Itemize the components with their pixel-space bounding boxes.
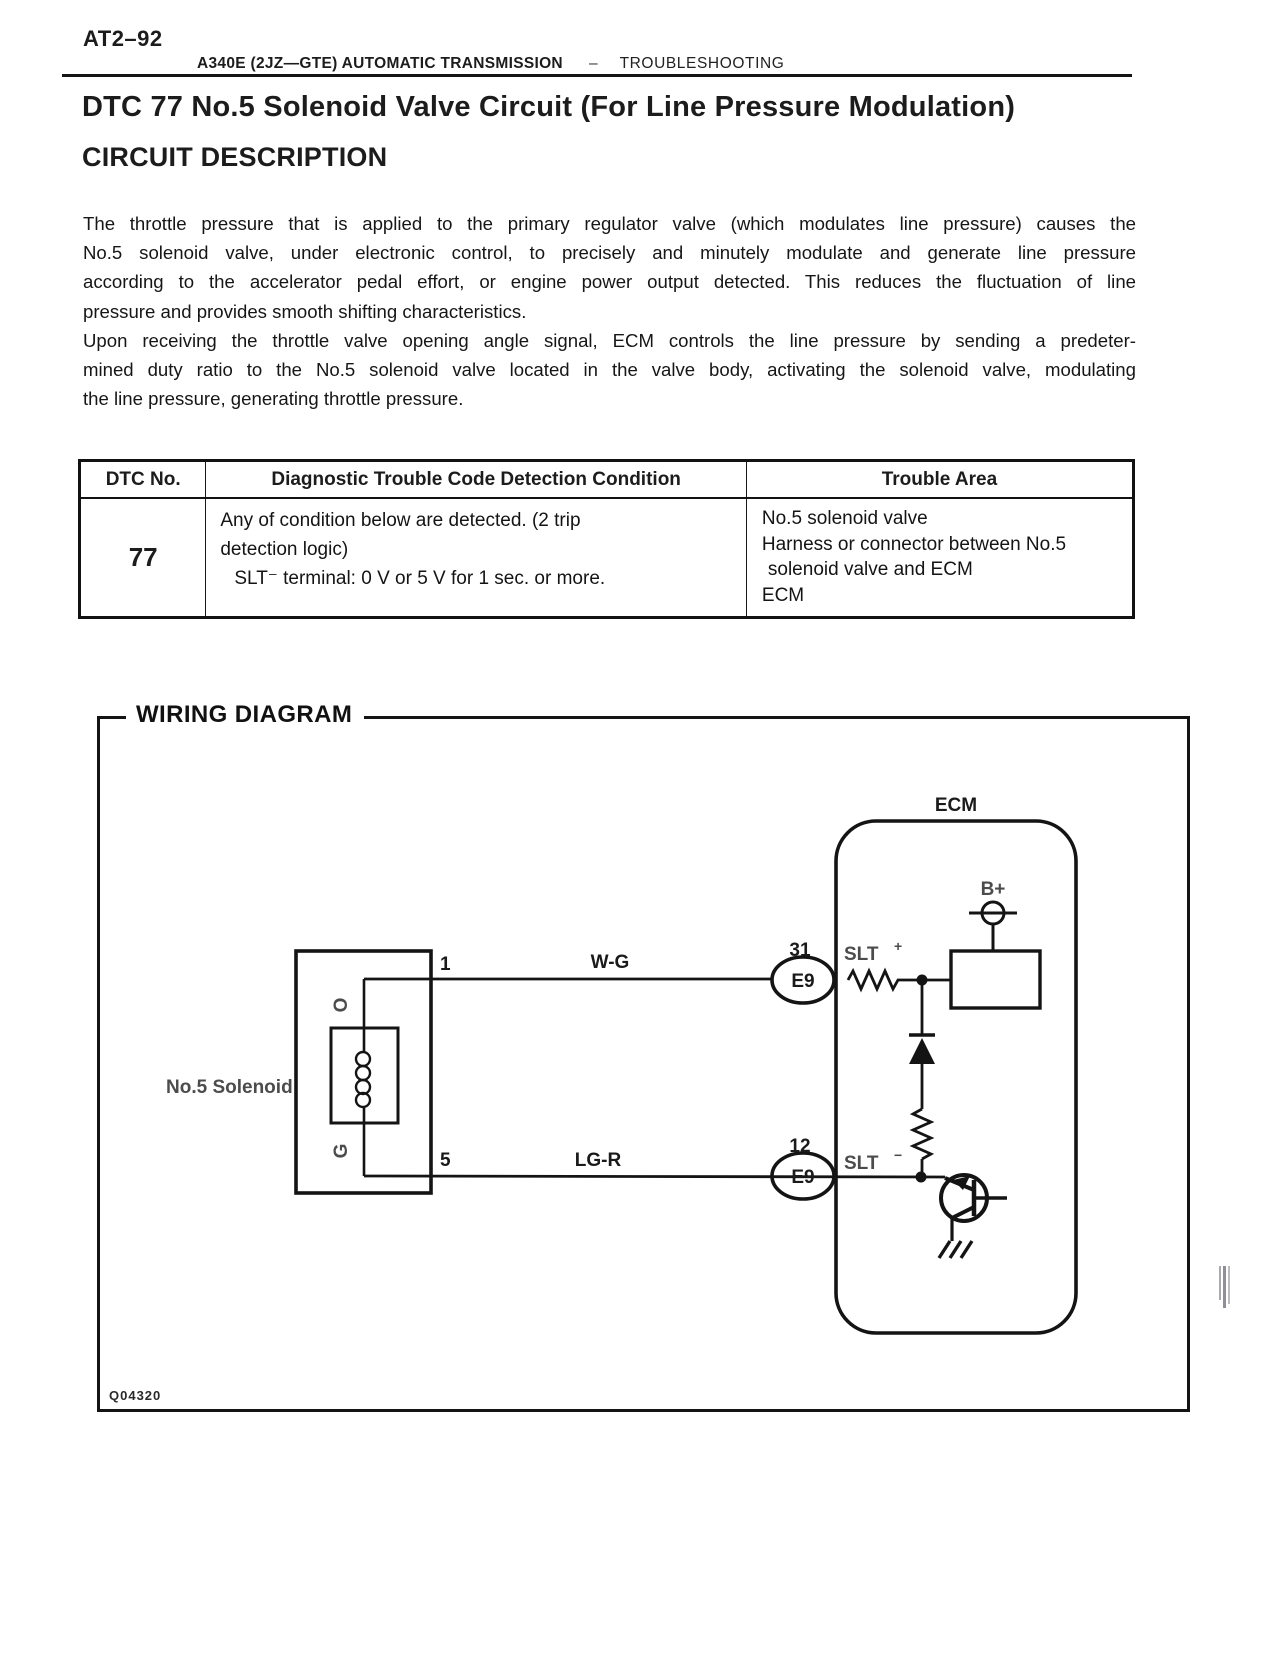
col-header-dtc-no: DTC No. bbox=[78, 460, 207, 499]
no5-solenoid-label: No.5 Solenoid bbox=[166, 1077, 293, 1098]
ecm-block-outline bbox=[834, 819, 1078, 1335]
condition-line: detection logic) bbox=[220, 539, 349, 560]
solenoid-wire-o-label: O bbox=[331, 998, 352, 1013]
running-header: A340E (2JZ—GTE) AUTOMATIC TRANSMISSION – T… bbox=[197, 55, 784, 73]
battery-feed-symbol bbox=[969, 900, 1017, 951]
junction-dot bbox=[916, 974, 928, 986]
page-number: AT2–92 bbox=[83, 26, 163, 51]
dtc-number-cell: 77 bbox=[78, 497, 207, 618]
dtc-table: DTC No. Diagnostic Trouble Code Detectio… bbox=[78, 459, 1135, 619]
paragraph-line: No.5 solenoid valve, under electronic co… bbox=[83, 242, 1136, 264]
ecm-label: ECM bbox=[935, 795, 977, 816]
paragraph-line: according to the accelerator pedal effor… bbox=[83, 271, 1136, 293]
wire-color-wg-label: W-G bbox=[591, 952, 630, 973]
connector-e9-label: E9 bbox=[791, 971, 814, 992]
col-header-detection-condition: Diagnostic Trouble Code Detection Condit… bbox=[205, 460, 747, 499]
running-header-title: A340E (2JZ—GTE) AUTOMATIC TRANSMISSION bbox=[197, 55, 563, 72]
ecm-driver-block bbox=[949, 949, 1042, 1010]
terminal-12-label: 12 bbox=[789, 1136, 810, 1157]
detection-condition-cell: Any of condition below are detected. (2 … bbox=[205, 497, 747, 618]
transistor-symbol bbox=[939, 1173, 1007, 1241]
paragraph-line: the line pressure, generating throttle p… bbox=[83, 388, 464, 410]
paragraph-line: mined duty ratio to the No.5 solenoid va… bbox=[83, 359, 1136, 381]
paragraph-line: Upon receiving the throttle valve openin… bbox=[83, 329, 1136, 351]
running-header-separator: – bbox=[588, 55, 598, 72]
col-header-trouble-area: Trouble Area bbox=[745, 460, 1135, 499]
connector-e9-label: E9 bbox=[791, 1167, 814, 1188]
dtc-table-row: 77 Any of condition below are detected. … bbox=[78, 497, 1135, 618]
running-header-sub: TROUBLESHOOTING bbox=[619, 55, 785, 72]
header-rule bbox=[62, 74, 1132, 77]
dtc-table-header-row: DTC No. Diagnostic Trouble Code Detectio… bbox=[78, 460, 1135, 499]
b-plus-label: B+ bbox=[981, 879, 1006, 900]
coil-loop bbox=[354, 1064, 372, 1082]
scan-artifact-lines bbox=[1219, 1266, 1235, 1308]
wire-lgr bbox=[363, 1174, 946, 1179]
trouble-area-cell: No.5 solenoid valve Harness or connector… bbox=[745, 497, 1135, 618]
solenoid-pin-5-label: 5 bbox=[440, 1150, 451, 1171]
resistor-vertical bbox=[909, 1107, 935, 1183]
paragraph-line: The throttle pressure that is applied to… bbox=[83, 213, 1136, 234]
connector-e9-terminal-12 bbox=[770, 1151, 836, 1201]
no5-solenoid-symbol bbox=[294, 949, 433, 1195]
solenoid-pin-1-label: 1 bbox=[440, 954, 451, 975]
figure-code: Q04320 bbox=[109, 1388, 162, 1403]
trouble-line: ECM bbox=[761, 584, 805, 606]
connector-e9-terminal-31 bbox=[770, 955, 836, 1005]
trouble-line: No.5 solenoid valve bbox=[761, 508, 928, 529]
terminal-31-label: 31 bbox=[789, 940, 811, 961]
slt-minus-sign: − bbox=[894, 1147, 902, 1163]
slt-plus-sign: + bbox=[894, 938, 902, 954]
condition-line: Any of condition below are detected. (2 … bbox=[220, 510, 581, 531]
slt-plus-label: SLT bbox=[844, 944, 879, 965]
coil-loop bbox=[354, 1050, 372, 1068]
slt-minus-label: SLT bbox=[844, 1153, 879, 1174]
solenoid-wire-g-label: G bbox=[331, 1144, 352, 1159]
trouble-line: Harness or connector between No.5 bbox=[761, 533, 1067, 555]
wire-color-lgr-label: LG-R bbox=[575, 1150, 622, 1171]
wiring-diagram-figure: ECM B+ 31 E9 12 E9 SLT + SLT − 1 5 W-G L… bbox=[166, 795, 1078, 1335]
circuit-description-text: The throttle pressure that is applied to… bbox=[83, 209, 1136, 413]
wiring-diagram-legend: WIRING DIAGRAM bbox=[126, 701, 365, 729]
paragraph-line: pressure and provides smooth shifting ch… bbox=[83, 300, 527, 322]
trouble-line: solenoid valve and ECM bbox=[767, 559, 973, 580]
ground-symbol bbox=[937, 1240, 974, 1259]
slt-plus-branch bbox=[846, 967, 951, 993]
resistor-horizontal bbox=[846, 967, 902, 993]
junction-dot bbox=[915, 1171, 927, 1183]
condition-line: SLT⁻ terminal: 0 V or 5 V for 1 sec. or … bbox=[234, 568, 606, 589]
wiring-diagram-panel: WIRING DIAGRAM bbox=[97, 701, 1190, 1412]
transistor-arrow bbox=[953, 1176, 970, 1190]
diode-symbol bbox=[909, 985, 935, 1109]
dtc-title: DTC 77 No.5 Solenoid Valve Circuit (For … bbox=[82, 91, 1016, 123]
circuit-description-heading: CIRCUIT DESCRIPTION bbox=[82, 142, 388, 172]
